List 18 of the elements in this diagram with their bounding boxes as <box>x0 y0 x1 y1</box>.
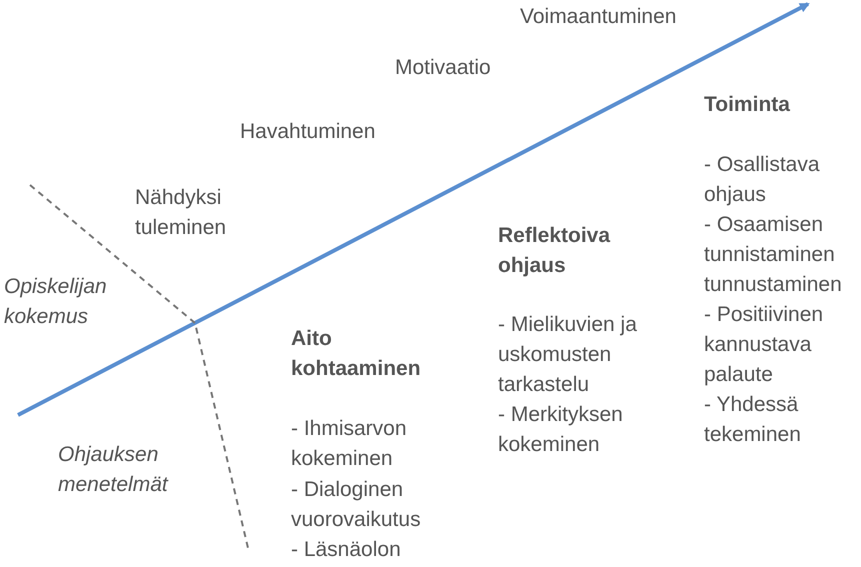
list-item: - Osaamisen tunnistaminen tunnustaminen <box>704 212 843 298</box>
list-item: - Mielikuvien ja uskomusten tarkastelu <box>498 312 638 398</box>
list-item: - Merkityksen kokeminen <box>498 402 624 458</box>
stage-label: Motivaatio <box>395 55 492 81</box>
list-item: - Osallistava ohjaus <box>704 152 821 208</box>
list-item: - Positiivinen kannustava palaute <box>704 302 824 388</box>
section-heading: Toiminta <box>704 92 791 118</box>
axis-label: Opiskelijan kokemus <box>4 274 108 330</box>
stage-label: Voimaantuminen <box>520 4 678 30</box>
list-item: - Dialoginen vuorovaikutus <box>291 477 422 533</box>
list-item: - Ihmisarvon kokeminen <box>291 416 408 472</box>
stage-label: Nähdyksi tuleminen <box>135 185 228 241</box>
section-heading: Reflektoiva ohjaus <box>498 223 612 279</box>
axis-label: Ohjauksen menetelmät <box>58 442 170 498</box>
list-item: - Yhdessä tekeminen <box>704 392 802 448</box>
list-item: - Läsnäolon <box>291 537 402 563</box>
section-heading: Aito kohtaaminen <box>291 326 422 382</box>
stage-label: Havahtuminen <box>240 119 376 145</box>
